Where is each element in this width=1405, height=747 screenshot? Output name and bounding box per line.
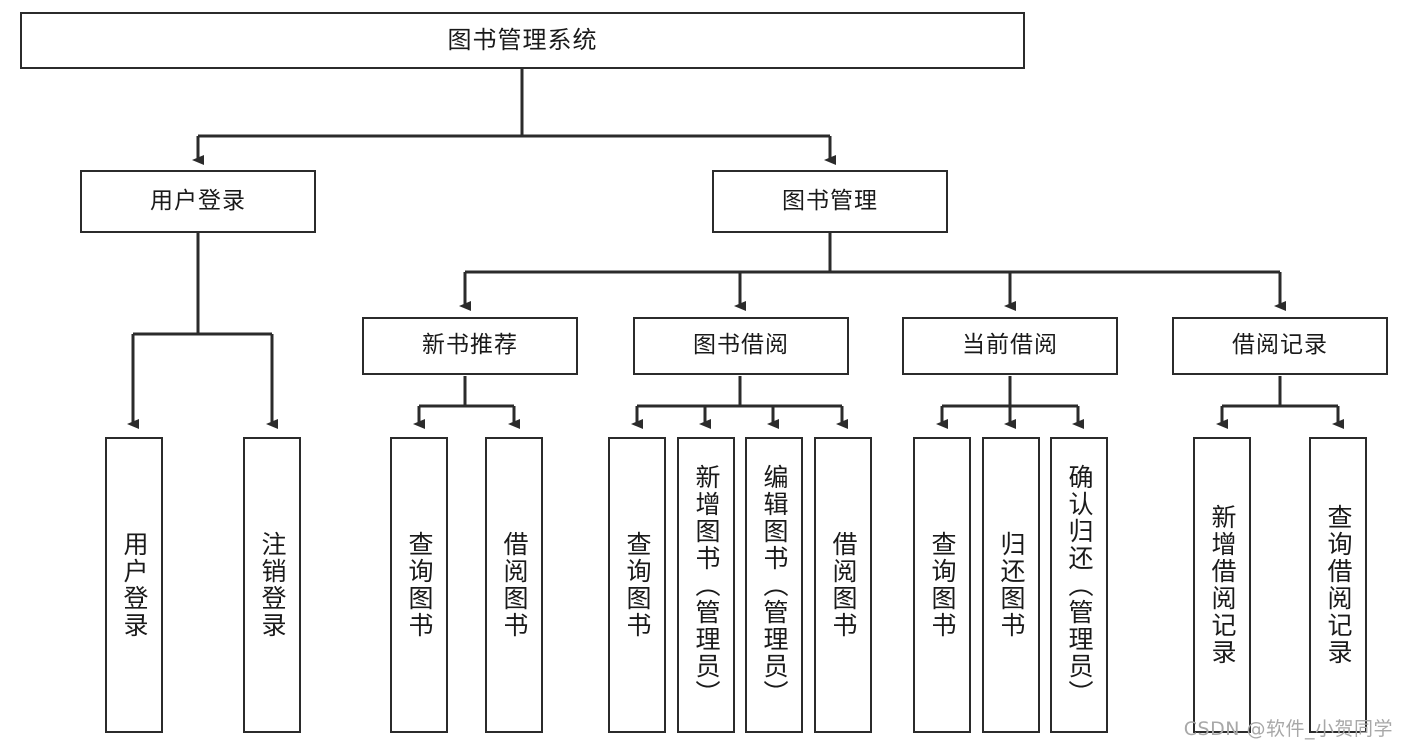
leaf-current-borrow-return[interactable]: 归还图书 [982,437,1040,733]
leaf-book-borrow-edit[interactable]: 编辑图书（管理员） [745,437,803,733]
leaf-label: 查询图书 [405,531,434,639]
leaf-label: 注销登录 [258,531,287,639]
leaf-book-borrow-add[interactable]: 新增图书（管理员） [677,437,735,733]
node-current-borrow[interactable]: 当前借阅 [902,317,1118,375]
leaf-new-book-query[interactable]: 查询图书 [390,437,448,733]
leaf-label: 查询借阅记录 [1324,504,1353,666]
leaf-label: 查询图书 [623,531,652,639]
node-root-system[interactable]: 图书管理系统 [20,12,1025,69]
leaf-user-login-signout[interactable]: 注销登录 [243,437,301,733]
leaf-user-login-signin[interactable]: 用户登录 [105,437,163,733]
leaf-label: 借阅图书 [500,531,529,639]
node-new-book-recommend[interactable]: 新书推荐 [362,317,578,375]
node-borrow-record[interactable]: 借阅记录 [1172,317,1388,375]
leaf-borrow-record-add[interactable]: 新增借阅记录 [1193,437,1251,733]
leaf-new-book-borrow[interactable]: 借阅图书 [485,437,543,733]
leaf-label: 新增借阅记录 [1208,504,1237,666]
leaf-book-borrow-lend[interactable]: 借阅图书 [814,437,872,733]
leaf-label: 确认归还（管理员） [1065,463,1094,707]
leaf-borrow-record-query[interactable]: 查询借阅记录 [1309,437,1367,733]
leaf-label: 用户登录 [120,531,149,639]
node-user-login[interactable]: 用户登录 [80,170,316,233]
watermark-text: CSDN @软件_小贺同学 [1183,718,1393,740]
leaf-current-borrow-query[interactable]: 查询图书 [913,437,971,733]
leaf-label: 查询图书 [928,531,957,639]
leaf-label: 编辑图书（管理员） [760,463,789,707]
leaf-book-borrow-query[interactable]: 查询图书 [608,437,666,733]
leaf-current-borrow-confirm-return[interactable]: 确认归还（管理员） [1050,437,1108,733]
node-book-borrow[interactable]: 图书借阅 [633,317,849,375]
node-book-management[interactable]: 图书管理 [712,170,948,233]
leaf-label: 新增图书（管理员） [692,463,721,707]
leaf-label: 归还图书 [997,531,1026,639]
leaf-label: 借阅图书 [829,531,858,639]
